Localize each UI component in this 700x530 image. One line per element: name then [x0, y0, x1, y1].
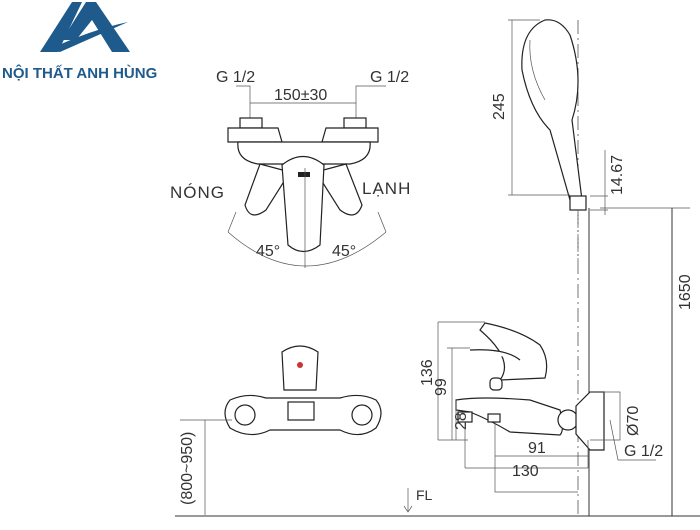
- inlet-right-label: G 1/2: [370, 69, 409, 86]
- spacing-dimension: 150±30: [274, 87, 327, 104]
- spout-height-dimension: 28: [453, 412, 470, 430]
- mount-height-dimension: 1650: [677, 274, 694, 310]
- brand-name: NỘI THẤT ANH HÙNG: [2, 64, 157, 82]
- side-view: 136 99 28 91 130 Ø70 G 1/2 FL: [403, 321, 663, 513]
- hot-label: NÓNG: [170, 183, 225, 202]
- thread-label: G 1/2: [624, 443, 663, 460]
- depth-short-dimension: 91: [528, 440, 546, 457]
- angle-left: 45°: [256, 243, 280, 260]
- angle-right: 45°: [332, 243, 356, 260]
- height-range-dimension: (800~950): [179, 432, 196, 505]
- top-view: G 1/2 G 1/2 150±30 NÓNG LẠNH 45° 45°: [170, 69, 411, 268]
- flange-diameter-dimension: Ø70: [625, 406, 642, 436]
- hand-shower: 245 14.67: [491, 19, 626, 262]
- floor-level-label: FL: [416, 487, 433, 503]
- depth-long-dimension: 130: [512, 463, 539, 480]
- brand-logo: NỘI THẤT ANH HÙNG: [2, 2, 157, 82]
- head-length-dimension: 245: [491, 93, 508, 120]
- body-height-dimension: 99: [433, 378, 450, 396]
- handle-height-dimension: 136: [419, 359, 436, 386]
- cold-label: LẠNH: [362, 179, 411, 198]
- inlet-left-label: G 1/2: [216, 69, 255, 86]
- holder-dimension: 14.67: [609, 155, 626, 195]
- front-view: (800~950): [179, 345, 382, 515]
